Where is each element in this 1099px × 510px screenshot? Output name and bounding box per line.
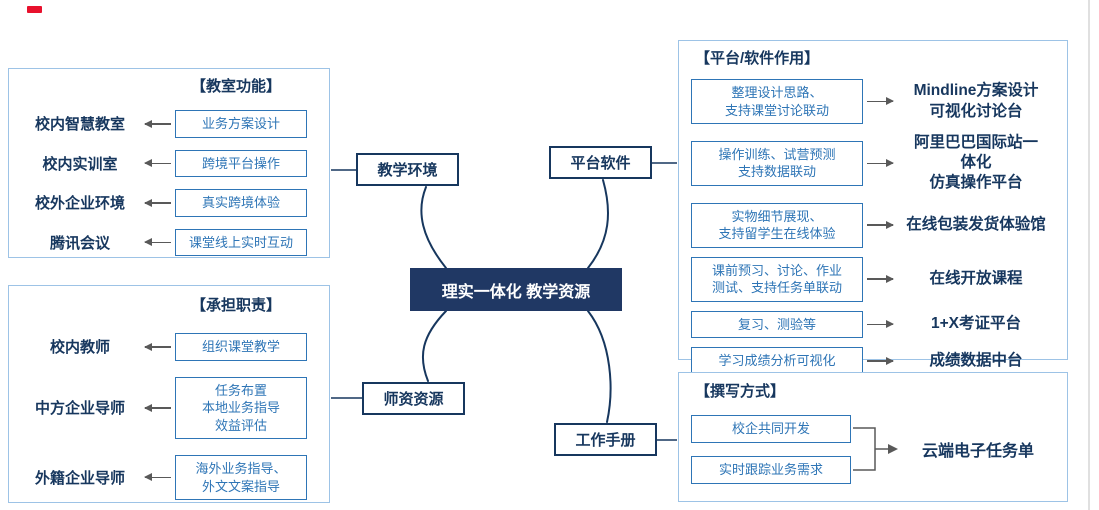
panel-title: 【教室功能】	[190, 78, 281, 95]
panel-title: 【承担职责】	[190, 297, 281, 314]
platform-row: 课前预习、讨论、作业 测试、支持任务单联动 在线开放课程	[691, 256, 1055, 302]
row-box: 组织课堂教学	[175, 333, 307, 361]
branch-teaching-environment: 教学环境	[356, 153, 459, 186]
platform-row: 学习成绩分析可视化 成绩数据中台	[691, 347, 1055, 375]
row-box: 复习、测验等	[691, 310, 863, 339]
panel-classroom-functions: 【教室功能】 校内智慧教室 业务方案设计 校内实训室 跨境平台操作 校外企业环境…	[8, 68, 330, 258]
row-label: 腾讯会议	[49, 234, 110, 252]
row-box: 真实跨境体验	[175, 189, 307, 217]
row-box: 实时跟踪业务需求	[691, 455, 851, 484]
arrow-left-icon	[144, 159, 171, 166]
row-box: 跨境平台操作	[175, 149, 307, 178]
row-box: 课前预习、讨论、作业 测试、支持任务单联动	[691, 256, 863, 302]
row-label: 中方企业导师	[34, 400, 125, 418]
panel-title: 【平台/软件作用】	[695, 50, 820, 67]
arrow-left-icon	[144, 343, 171, 350]
arrow-right-icon	[867, 275, 894, 282]
row-box: 实物细节展现、 支持留学生在线体验	[691, 202, 863, 248]
row-box: 课堂线上实时互动	[175, 228, 307, 257]
row-box: 业务方案设计	[175, 110, 307, 138]
arrow-right-icon	[867, 321, 894, 328]
row-label: 外籍企业导师	[34, 470, 125, 488]
arrow-right-icon	[867, 98, 894, 105]
classroom-row: 腾讯会议 课堂线上实时互动	[19, 228, 319, 257]
arrow-right-icon	[867, 357, 894, 364]
connector-center-to-platform-software	[587, 179, 609, 269]
connector-center-to-work-manual	[587, 310, 612, 423]
panel-writing-method: 【撰写方式】 校企共同开发 实时跟踪业务需求 云端电子任务单	[678, 372, 1068, 502]
arrow-left-icon	[144, 199, 171, 206]
arrow-left-icon	[144, 404, 171, 411]
panel-duties: 【承担职责】 校内教师 组织课堂教学 中方企业导师 任务布置 本地业务指导 效益…	[8, 285, 330, 503]
platform-row: 操作训练、试营预测 支持数据联动 阿里巴巴国际站一 体化 仿真操作平台	[691, 133, 1055, 193]
branch-platform-software: 平台软件	[549, 146, 652, 179]
panel-title: 【撰写方式】	[695, 383, 786, 400]
classroom-row: 校内实训室 跨境平台操作	[19, 149, 319, 178]
platform-row: 实物细节展现、 支持留学生在线体验 在线包装发货体验馆	[691, 202, 1055, 248]
row-label: 校内实训室	[42, 155, 118, 173]
connector-center-to-teaching-env	[420, 186, 447, 269]
row-box: 海外业务指导、 外文文案指导	[175, 455, 307, 501]
platform-row: 复习、测验等 1+X考证平台	[691, 310, 1055, 339]
row-target: 阿里巴巴国际站一 体化 仿真操作平台	[913, 134, 1038, 192]
row-target: Mindline方案设计 可视化讨论台	[913, 82, 1039, 120]
row-target: 云端电子任务单	[921, 443, 1034, 460]
red-mark-decoration	[27, 6, 42, 13]
row-label: 校外企业环境	[34, 195, 125, 213]
arrow-right-icon	[867, 159, 894, 166]
row-box: 整理设计思路、 支持课堂讨论联动	[691, 79, 863, 125]
branch-work-manual: 工作手册	[554, 423, 657, 456]
row-label: 校内教师	[49, 339, 110, 357]
writing-body: 校企共同开发 实时跟踪业务需求 云端电子任务单	[691, 413, 1055, 485]
row-box: 任务布置 本地业务指导 效益评估	[175, 376, 307, 440]
merge-arrow-icon	[853, 427, 898, 471]
writing-boxes: 校企共同开发 实时跟踪业务需求	[691, 414, 851, 484]
branch-teacher-resources: 师资资源	[362, 382, 465, 415]
row-label: 校内智慧教室	[34, 116, 125, 134]
arrow-right-icon	[867, 221, 894, 228]
row-target: 成绩数据中台	[929, 351, 1023, 369]
row-target: 在线开放课程	[929, 270, 1023, 288]
row-box: 校企共同开发	[691, 414, 851, 443]
arrow-left-icon	[144, 239, 171, 246]
arrow-left-icon	[144, 474, 171, 481]
arrow-left-icon	[144, 120, 171, 127]
duty-row: 外籍企业导师 海外业务指导、 外文文案指导	[19, 455, 319, 501]
row-target: 1+X考证平台	[930, 315, 1021, 333]
panel-platform-software-roles: 【平台/软件作用】 整理设计思路、 支持课堂讨论联动 Mindline方案设计 …	[678, 40, 1068, 375]
row-target: 在线包装发货体验馆	[906, 215, 1046, 233]
duty-row: 中方企业导师 任务布置 本地业务指导 效益评估	[19, 376, 319, 440]
duty-row: 校内教师 组织课堂教学	[19, 333, 319, 361]
connector-center-to-teacher-resources	[421, 310, 447, 382]
center-node: 理实一体化 教学资源	[410, 268, 622, 311]
row-box: 学习成绩分析可视化	[691, 347, 863, 375]
platform-row: 整理设计思路、 支持课堂讨论联动 Mindline方案设计 可视化讨论台	[691, 79, 1055, 125]
classroom-row: 校内智慧教室 业务方案设计	[19, 110, 319, 138]
row-box: 操作训练、试营预测 支持数据联动	[691, 140, 863, 186]
classroom-row: 校外企业环境 真实跨境体验	[19, 189, 319, 217]
slide-edge-divider	[1088, 0, 1090, 510]
